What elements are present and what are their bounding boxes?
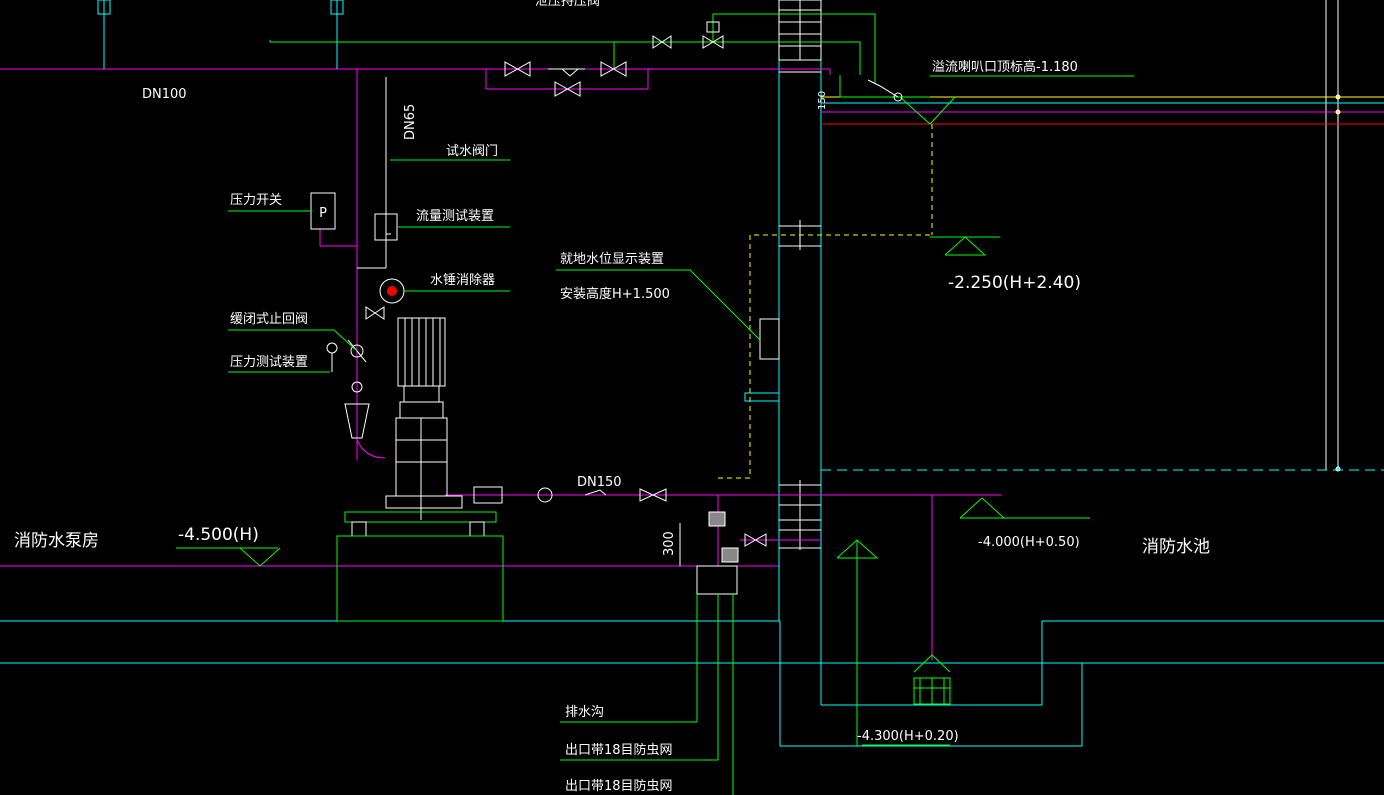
drawing-labels: DN100 DN65 试水阀门 压力开关 流量测试装置 水锤消除器 缓闭式止回阀… [14, 0, 1210, 794]
label-elev-4300: -4.300(H+0.20) [857, 729, 959, 744]
label-outlet-mesh-1: 出口带18目防虫网 [565, 742, 673, 758]
label-dn150: DN150 [577, 475, 622, 490]
overflow-pipe [867, 79, 1341, 472]
elevation-markers [176, 96, 1090, 567]
level-display-symbol [744, 318, 780, 402]
label-outlet-mesh-2: 出口带18目防虫网 [565, 778, 673, 794]
water-hammer-arrester-symbol [379, 278, 405, 304]
valves [365, 21, 767, 547]
label-dim-150: 150 [817, 91, 828, 110]
leader-lines [228, 159, 950, 761]
label-overflow-elevation: 溢流喇叭口顶标高-1.180 [932, 59, 1078, 75]
label-test-valve: 试水阀门 [446, 144, 498, 159]
label-top-cut: 泄压持压阀 [535, 0, 600, 9]
label-dim-300: 300 [662, 531, 677, 556]
label-elev-4500: -4.500(H) [178, 525, 259, 545]
label-dn65: DN65 [403, 104, 418, 140]
label-drain-trench: 排水沟 [565, 705, 604, 720]
pressure-switch-symbol: P [310, 192, 336, 230]
fire-pump [385, 317, 607, 520]
label-fire-pool: 消防水池 [1142, 537, 1210, 557]
drain-trench [679, 511, 739, 795]
label-elev-2250: -2.250(H+2.40) [948, 273, 1081, 293]
label-dn100: DN100 [142, 87, 187, 102]
label-pressure-test-device: 压力测试装置 [230, 355, 308, 370]
label-pump-room: 消防水泵房 [14, 531, 99, 551]
building-structure [0, 0, 1384, 747]
piping [0, 0, 1134, 746]
label-flow-test-device: 流量测试装置 [416, 209, 494, 224]
label-elev-4000: -4.000(H+0.50) [978, 535, 1080, 550]
label-water-hammer-arrester: 水锤消除器 [430, 273, 495, 288]
pressure-switch-letter: P [319, 206, 327, 221]
label-level-display: 就地水位显示装置 [560, 252, 664, 267]
top-sprinklers [97, 0, 344, 15]
check-valve-symbol [326, 339, 370, 439]
label-check-valve: 缓闭式止回阀 [230, 312, 308, 327]
wall-sleeves [778, 0, 822, 550]
label-install-height: 安装高度H+1.500 [560, 286, 670, 302]
suction-bell [913, 654, 951, 705]
pump-base [336, 511, 504, 622]
label-pressure-switch: 压力开关 [230, 193, 282, 208]
